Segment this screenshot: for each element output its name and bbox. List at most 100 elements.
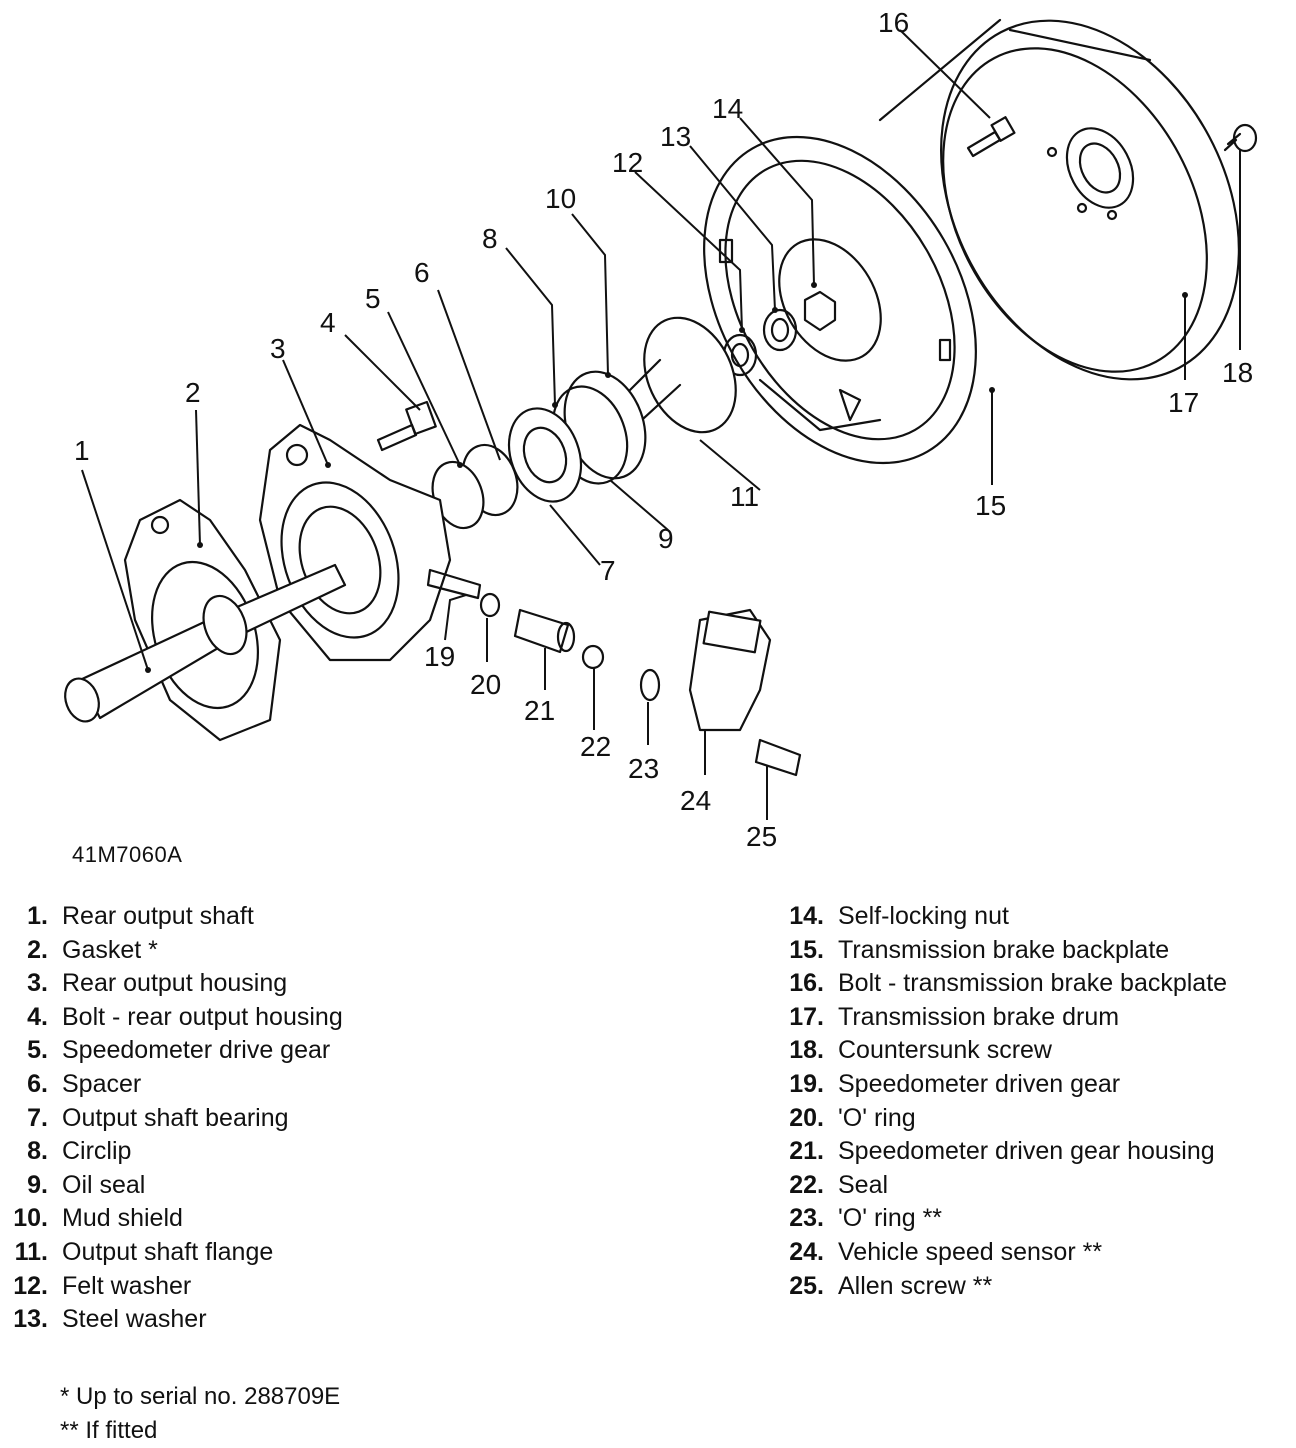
- callout-labels: 1 2 3 4 5 6 7 8 9 10 11 12 13 14 15 16 1…: [74, 7, 1253, 852]
- legend-item: 25.Allen screw **: [776, 1270, 1227, 1304]
- part-rear-output-shaft: [64, 563, 347, 723]
- legend-label: Speedometer driven gear: [838, 1069, 1121, 1098]
- legend-label: Bolt - rear output housing: [62, 1002, 343, 1031]
- footnote-serial: * Up to serial no. 288709E: [60, 1383, 341, 1410]
- legend-item: 17. Transmission brake drum: [776, 1001, 1227, 1035]
- legend-num: 4.: [27, 1002, 48, 1031]
- legend-num: 3.: [27, 969, 48, 998]
- callout-1: 1: [74, 435, 90, 466]
- legend-label: 'O' ring: [838, 1103, 916, 1132]
- legend-item: 20. 'O' ring: [776, 1102, 1227, 1136]
- legend-label: Transmission brake backplate: [838, 935, 1170, 964]
- legend-label: Mud shield: [62, 1204, 183, 1233]
- legend-item: 18. Countersunk screw: [776, 1034, 1227, 1068]
- legend-item: 6.Spacer: [0, 1068, 343, 1102]
- part-output-housing: [258, 423, 452, 662]
- legend-item: 9.Oil seal: [0, 1169, 343, 1203]
- legend-item: 14. Self-locking nut: [776, 900, 1227, 934]
- legend-num: 17.: [789, 1002, 824, 1031]
- callout-9: 9: [658, 523, 674, 554]
- callout-16: 16: [878, 7, 909, 38]
- callout-10: 10: [545, 183, 576, 214]
- legend-num: 11.: [14, 1237, 48, 1266]
- callout-18: 18: [1222, 357, 1253, 388]
- legend-label: 'O' ring **: [838, 1204, 943, 1233]
- callout-19: 19: [424, 641, 455, 672]
- legend-num: 6.: [27, 1069, 48, 1098]
- legend-label: Bolt - transmission brake backplate: [838, 969, 1228, 998]
- legend-num: 7.: [27, 1103, 48, 1132]
- legend-num: 9.: [27, 1170, 48, 1199]
- legend-label: Rear output housing: [62, 969, 288, 998]
- callout-24: 24: [680, 785, 711, 816]
- part-nut-washers: [722, 290, 837, 377]
- legend-num: 23.: [789, 1204, 824, 1233]
- legend-item: 1. Rear output shaft: [0, 900, 343, 934]
- legend-num: 20.: [789, 1103, 824, 1132]
- legend-item: 2.Gasket *: [0, 934, 343, 968]
- callout-22: 22: [580, 731, 611, 762]
- callout-13: 13: [660, 121, 691, 152]
- callout-7: 7: [600, 555, 616, 586]
- legend-item: 13. Steel washer: [0, 1303, 343, 1337]
- callout-12: 12: [612, 147, 643, 178]
- legend-item: 4. Bolt - rear output housing: [0, 1001, 343, 1035]
- callout-3: 3: [270, 333, 286, 364]
- part-countersunk-screw: [1223, 123, 1258, 153]
- legend-item: 11.Output shaft flange: [0, 1236, 343, 1270]
- legend-num: 21.: [789, 1137, 824, 1166]
- legend-num: 2.: [27, 935, 48, 964]
- legend-label: Rear output shaft: [62, 902, 254, 930]
- legend-label: Vehicle speed sensor **: [838, 1237, 1103, 1266]
- part-backplate-bolt: [966, 116, 1016, 158]
- callout-14: 14: [712, 93, 743, 124]
- legend-item: 12.Felt washer: [0, 1270, 343, 1304]
- legend-label: Speedometer drive gear: [62, 1036, 331, 1065]
- legend-item: 15. Transmission brake backplate: [776, 934, 1227, 968]
- legend-label: Self-locking nut: [838, 902, 1009, 930]
- part-housing-bolt: [376, 400, 437, 452]
- callout-2: 2: [185, 377, 201, 408]
- callout-5: 5: [365, 283, 381, 314]
- legend-num: 14.: [789, 902, 824, 930]
- legend-num: 1.: [27, 902, 48, 930]
- legend-item: 21. Speedometer driven gear housing: [776, 1135, 1227, 1169]
- legend-item: 5. Speedometer drive gear: [0, 1034, 343, 1068]
- legend-label: Transmission brake drum: [838, 1002, 1120, 1031]
- legend-label: Steel washer: [62, 1305, 207, 1334]
- callout-15: 15: [975, 490, 1006, 521]
- callout-8: 8: [482, 223, 498, 254]
- legend-item: 7.Output shaft bearing: [0, 1102, 343, 1136]
- exploded-diagram: 1 2 3 4 5 6 7 8 9 10 11 12 13 14 15 16 1…: [64, 7, 1258, 852]
- legend-item: 24. Vehicle speed sensor **: [776, 1236, 1227, 1270]
- callout-20: 20: [470, 669, 501, 700]
- legend-num: 22.: [789, 1170, 824, 1199]
- legend-item: 16.Bolt - transmission brake backplate: [776, 967, 1227, 1001]
- callout-23: 23: [628, 753, 659, 784]
- callout-17: 17: [1168, 387, 1199, 418]
- legend-num: 10.: [13, 1204, 48, 1233]
- footnote-if-fitted: ** If fitted: [60, 1417, 158, 1444]
- part-brake-backplate: [703, 135, 977, 465]
- legend-num: 13.: [13, 1305, 48, 1334]
- legend-num: 15.: [789, 935, 824, 964]
- callout-21: 21: [524, 695, 555, 726]
- figure-code: 41M7060A: [72, 842, 183, 867]
- callout-4: 4: [320, 307, 336, 338]
- legend-num: 24.: [789, 1237, 824, 1266]
- legend-label: Allen screw **: [838, 1271, 993, 1300]
- legend-item: 22.Seal: [776, 1169, 1227, 1203]
- legend-num: 19.: [789, 1069, 824, 1098]
- legend-label: Countersunk screw: [838, 1036, 1052, 1065]
- legend-label: Speedometer driven gear housing: [838, 1137, 1215, 1166]
- legend-label: Felt washer: [62, 1271, 192, 1300]
- callout-25: 25: [746, 821, 777, 852]
- part-speedo-assembly: [426, 568, 802, 777]
- legend-item: 8.Circlip: [0, 1135, 343, 1169]
- part-mud-shield-seal: [551, 370, 647, 485]
- legend-num: 18.: [789, 1036, 824, 1065]
- legend-num: 8.: [27, 1137, 48, 1166]
- part-spacer-speedo-gear: [431, 443, 519, 530]
- legend-num: 5.: [27, 1036, 48, 1065]
- legend-left: 1. Rear output shaft 2.Gasket * 3. Rear ou…: [0, 900, 343, 1337]
